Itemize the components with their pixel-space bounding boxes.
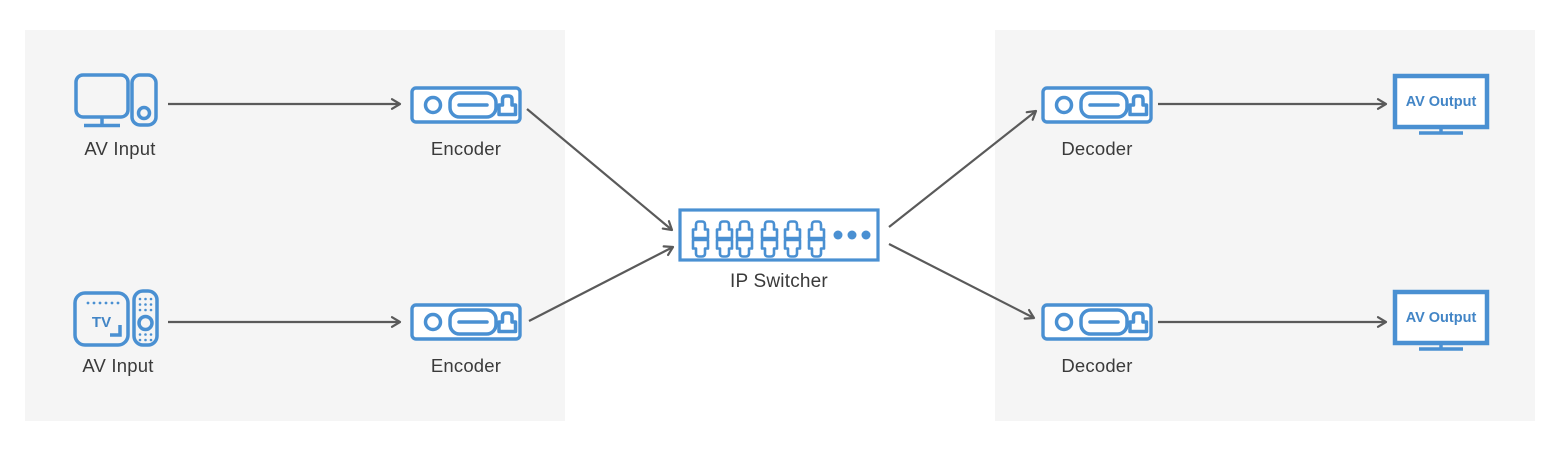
ethernet-port-icon [1128, 94, 1149, 117]
ethernet-port-icon [497, 311, 518, 334]
av-input-1-label: AV Input [84, 138, 156, 159]
remote-button-dots [138, 297, 153, 342]
display-monitor-icon: AV Output [1392, 289, 1490, 351]
tv-box-with-remote-icon: TV [73, 289, 159, 347]
decoder-1-label: Decoder [1061, 138, 1133, 159]
display-monitor-icon: AV Output [1392, 73, 1490, 135]
network-switch-ports-icon [678, 208, 880, 262]
decoder-device-icon [1041, 303, 1153, 341]
decoder-device-icon [1041, 86, 1153, 124]
encoder-device-icon [410, 86, 522, 124]
encoder-device-icon [410, 303, 522, 341]
tv-box-vent-dots [86, 301, 120, 305]
ellipsis-dots-icon [833, 230, 871, 240]
av-output-screen-text: AV Output [1406, 94, 1477, 110]
tv-screen-text: TV [92, 314, 111, 331]
encoder-1-label: Encoder [430, 138, 502, 159]
decoder-2-label: Decoder [1061, 355, 1133, 376]
ethernet-port-icon [497, 94, 518, 117]
av-input-2-label: AV Input [82, 355, 154, 376]
ethernet-port-icon [1128, 311, 1149, 334]
av-output-screen-text: AV Output [1406, 310, 1477, 326]
encoder-2-label: Encoder [430, 355, 502, 376]
ip-switcher-label: IP Switcher [730, 271, 828, 292]
desktop-computer-icon [74, 73, 158, 128]
tv-corner-bracket [110, 325, 122, 337]
